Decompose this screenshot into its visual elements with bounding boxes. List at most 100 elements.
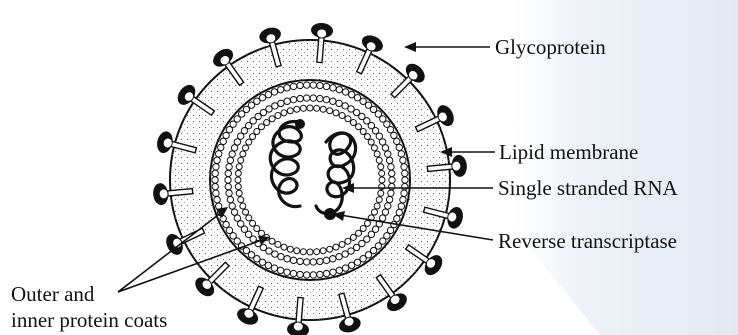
- protein-bead: [342, 103, 348, 109]
- protein-bead: [250, 220, 256, 226]
- protein-bead: [213, 164, 219, 170]
- protein-bead: [271, 89, 277, 95]
- protein-bead: [345, 238, 351, 244]
- protein-bead: [258, 230, 264, 236]
- protein-bead: [378, 190, 384, 196]
- protein-bead: [400, 157, 406, 163]
- protein-bead: [281, 110, 287, 116]
- protein-bead: [314, 249, 320, 255]
- protein-bead: [317, 258, 323, 264]
- protein-bead: [297, 258, 303, 264]
- protein-bead: [342, 89, 348, 95]
- protein-bead: [396, 209, 402, 215]
- protein-bead: [396, 144, 402, 150]
- protein-bead: [327, 108, 333, 114]
- protein-bead: [401, 164, 407, 170]
- protein-bead: [401, 190, 407, 196]
- protein-bead: [297, 271, 303, 277]
- protein-bead: [394, 215, 400, 221]
- protein-bead: [212, 183, 218, 189]
- protein-bead: [238, 157, 244, 163]
- reverse-transcriptase-dot-top: [295, 119, 305, 129]
- protein-bead: [269, 116, 275, 122]
- protein-bead: [402, 183, 408, 189]
- protein-bead: [350, 234, 356, 240]
- protein-bead: [333, 244, 339, 250]
- protein-bead: [236, 190, 242, 196]
- protein-bead: [272, 251, 278, 257]
- protein-bead: [220, 138, 226, 144]
- protein-bead: [235, 170, 241, 176]
- label-glycoprotein: Glycoprotein: [495, 37, 606, 58]
- protein-bead: [374, 203, 380, 209]
- protein-bead: [342, 265, 348, 271]
- protein-bead: [272, 103, 278, 109]
- protein-bead: [364, 134, 370, 140]
- protein-bead: [294, 248, 300, 254]
- protein-bead: [376, 197, 382, 203]
- protein-bead: [323, 96, 329, 102]
- protein-bead: [287, 246, 293, 252]
- protein-bead: [320, 248, 326, 254]
- protein-bead: [258, 124, 264, 130]
- protein-bead: [371, 145, 377, 151]
- protein-bead: [227, 157, 233, 163]
- protein-bead: [243, 209, 249, 215]
- protein-bead: [303, 82, 309, 88]
- protein-bead: [214, 197, 220, 203]
- protein-bead: [378, 164, 384, 170]
- protein-bead: [317, 82, 323, 88]
- protein-bead: [238, 197, 244, 203]
- protein-bead: [350, 120, 356, 126]
- protein-bead: [300, 249, 306, 255]
- protein-bead: [266, 106, 272, 112]
- protein-bead: [213, 190, 219, 196]
- protein-bead: [382, 145, 388, 151]
- protein-bead: [333, 110, 339, 116]
- protein-bead: [339, 113, 345, 119]
- protein-bead: [226, 164, 232, 170]
- protein-bead: [212, 177, 218, 183]
- protein-bead: [360, 128, 366, 134]
- protein-bead: [317, 95, 323, 101]
- protein-bead: [234, 215, 240, 221]
- protein-bead: [281, 244, 287, 250]
- protein-bead: [236, 164, 242, 170]
- protein-bead: [379, 177, 385, 183]
- protein-bead: [297, 95, 303, 101]
- protein-bead: [388, 190, 394, 196]
- protein-bead: [271, 265, 277, 271]
- protein-bead: [250, 134, 256, 140]
- protein-bead: [277, 86, 283, 92]
- protein-bead: [303, 259, 309, 265]
- protein-bead: [389, 170, 395, 176]
- protein-bead: [398, 203, 404, 209]
- protein-bead: [402, 170, 408, 176]
- protein-bead: [307, 105, 313, 111]
- protein-bead: [254, 128, 260, 134]
- protein-bead: [303, 95, 309, 101]
- protein-bead: [225, 183, 231, 189]
- protein-bead: [323, 257, 329, 263]
- protein-bead: [391, 132, 397, 138]
- protein-bead: [290, 270, 296, 276]
- protein-bead: [290, 83, 296, 89]
- protein-bead: [284, 85, 290, 91]
- protein-bead: [400, 197, 406, 203]
- protein-bead: [227, 196, 233, 202]
- protein-bead: [254, 226, 260, 232]
- protein-bead: [348, 262, 354, 268]
- protein-bead: [229, 151, 235, 157]
- protein-bead: [317, 271, 323, 277]
- protein-bead: [284, 98, 290, 104]
- protein-bead: [226, 190, 232, 196]
- protein-bead: [243, 145, 249, 151]
- protein-bead: [348, 91, 354, 97]
- protein-bead: [229, 203, 235, 209]
- protein-bead: [246, 215, 252, 221]
- protein-bead: [336, 100, 342, 106]
- protein-bead: [278, 100, 284, 106]
- protein-bead: [386, 196, 392, 202]
- protein-bead: [223, 221, 229, 227]
